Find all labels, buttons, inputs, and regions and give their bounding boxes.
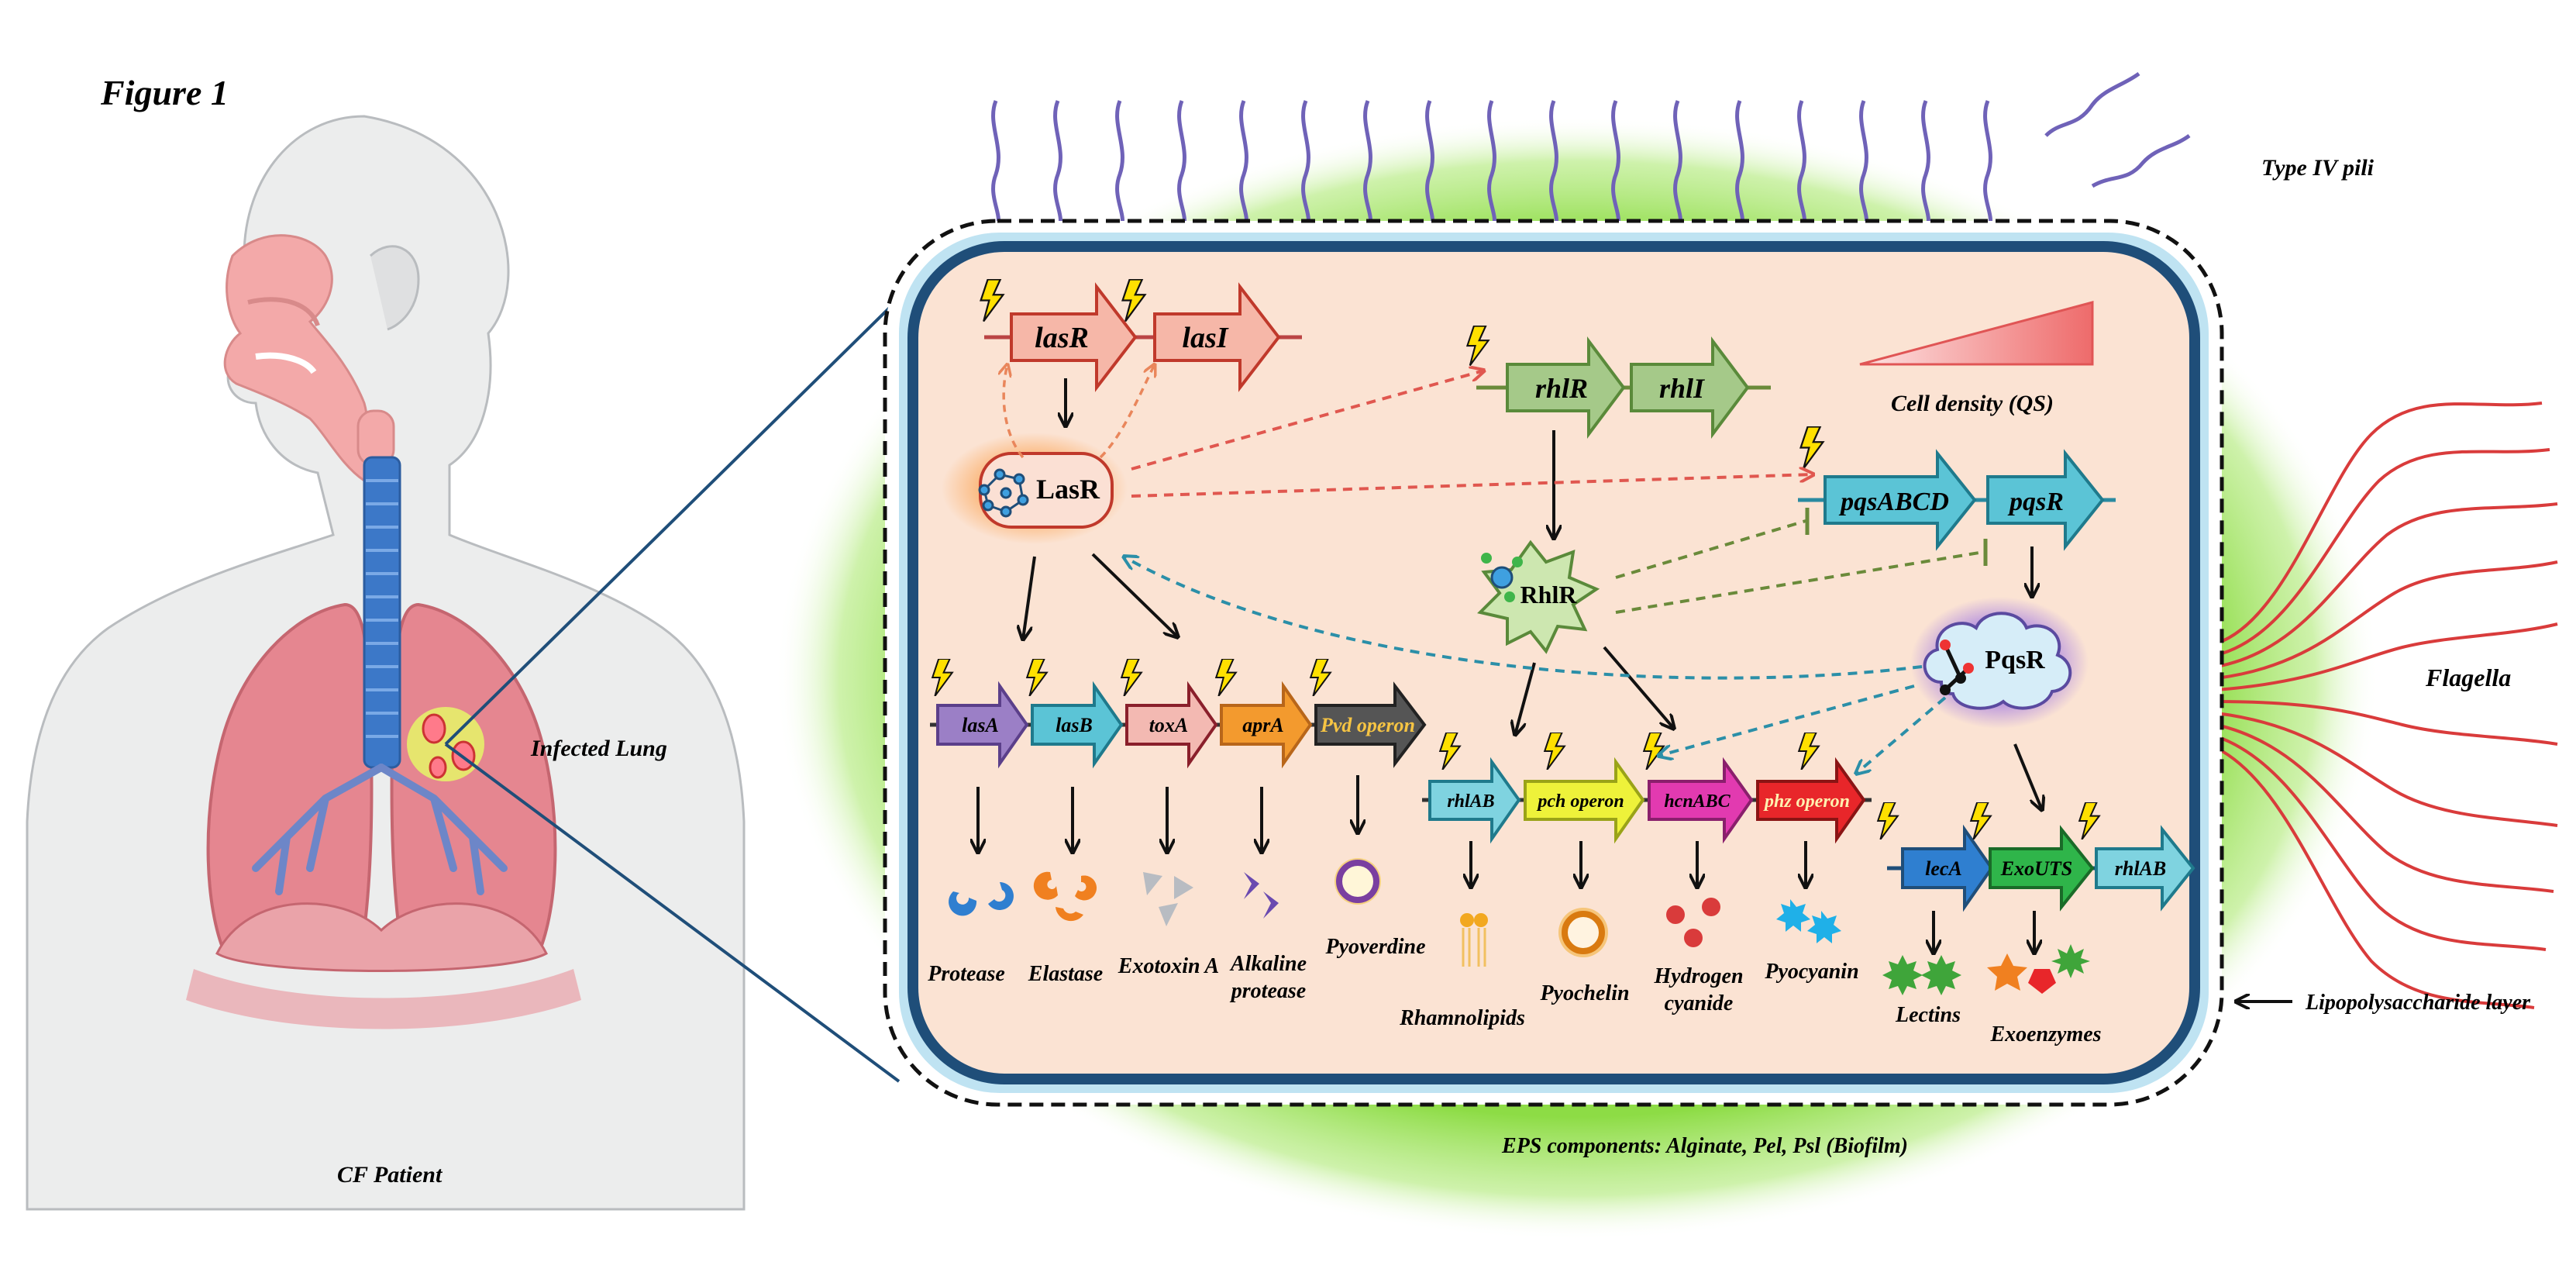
label-lectins: Lectins (1895, 1003, 1961, 1027)
gene-hcnABC-label: hcnABC (1664, 791, 1731, 812)
ear (369, 245, 420, 331)
gene-pch-label: pch operon (1536, 791, 1624, 812)
cell-density-triangle (1859, 301, 2094, 366)
gene-rhlAB-1 (1428, 757, 1521, 844)
gene-hcnABC (1648, 757, 1754, 844)
gene-toxA (1125, 681, 1218, 769)
gene-exoUTS-label: ExoUTS (2000, 857, 2072, 880)
protease-icon (949, 882, 1014, 916)
figure-label: Figure 1 (100, 73, 229, 112)
gene-arrows: lasR lasI rhlR rhlI pqsABCD pqsR lasA la… (930, 279, 2197, 912)
pili-label: Type IV pili (2261, 155, 2375, 181)
gene-pqsABCD (1824, 449, 1977, 551)
cytoplasm (907, 241, 2200, 1084)
pyocyanin-icon (1776, 899, 1841, 943)
elastase-icon (1033, 871, 1097, 922)
gene-pvd (1314, 681, 1427, 768)
flagella-label: Flagella (2425, 664, 2511, 691)
product-icons (949, 858, 2090, 995)
gene-lecA-label: lecA (1925, 857, 1962, 880)
gene-rhlAB-2 (2095, 825, 2195, 912)
pqs-autoinducer (1940, 640, 1974, 695)
label-alkaline-2: protease (1230, 979, 1306, 1003)
label-hcn-1: Hydrogen (1653, 964, 1743, 988)
alkaline-protease-icon (1244, 872, 1279, 919)
exoenzyme-icon (1987, 944, 2090, 994)
label-alkaline-1: Alkaline (1229, 952, 1307, 976)
label-rhamnolipids: Rhamnolipids (1399, 1006, 1525, 1030)
label-pyoverdine: Pyoverdine (1324, 935, 1425, 959)
pyoverdine-icon (1334, 858, 1381, 905)
gene-lasA (936, 681, 1029, 769)
hcn-icon (1666, 898, 1720, 947)
pyochelin-icon (1558, 908, 1608, 957)
trachea (363, 456, 401, 769)
label-hcn-2: cyanide (1665, 991, 1734, 1015)
regulator-PqsR (1923, 612, 2072, 710)
label-pyocyanin: Pyocyanin (1764, 960, 1858, 984)
cell-density-label: Cell density (QS) (1891, 391, 2054, 416)
gene-aprA (1220, 681, 1313, 769)
flagella (2216, 402, 2558, 1009)
exotoxin-icon (1143, 872, 1193, 926)
gene-rhlR (1506, 336, 1626, 439)
gene-rhlAB-2-label: rhlAB (2115, 857, 2167, 880)
gene-lasI (1153, 282, 1281, 392)
regulatory-arrows (978, 364, 2042, 953)
gene-aprA-label: aprA (1242, 714, 1283, 736)
gene-phz (1756, 757, 1866, 844)
gene-pqsR (1986, 449, 2105, 551)
regulators: LasR RhlR PqsR (942, 433, 2089, 729)
label-elastase: Elastase (1028, 962, 1103, 986)
gene-lasB (1031, 681, 1124, 769)
gene-lasB-label: lasB (1056, 714, 1093, 736)
patient-illustration: Infected Lung CF Patient (26, 115, 746, 1211)
label-protease: Protease (927, 962, 1005, 986)
gene-rhlAB-1-label: rhlAB (1447, 791, 1494, 812)
label-exoenzymes: Exoenzymes (1989, 1022, 2101, 1046)
regulator-LasR-label: LasR (1036, 474, 1100, 505)
gene-lasI-label: lasI (1182, 322, 1228, 354)
label-pyochelin: Pyochelin (1539, 981, 1629, 1005)
gene-lasR-label: lasR (1035, 322, 1089, 354)
gene-rhlI (1630, 336, 1750, 439)
label-exotoxin: Exotoxin A (1118, 954, 1219, 978)
gene-phz-label: phz operon (1763, 791, 1850, 812)
rhamnolipid-icon (1460, 913, 1488, 967)
gene-pqsR-label: pqsR (2007, 488, 2064, 516)
gene-pch (1524, 757, 1645, 844)
bronchial-tree (252, 764, 508, 895)
gene-pvd-label: Pvd operon (1320, 714, 1415, 736)
gene-rhlI-label: rhlI (1659, 373, 1706, 404)
gene-lasA-label: lasA (962, 714, 999, 736)
regulator-PqsR-label: PqsR (1985, 646, 2045, 674)
infected-lung-label: Infected Lung (530, 736, 667, 761)
lectin-icon (1882, 955, 1961, 995)
gene-lasR (1010, 282, 1138, 392)
eps-label: EPS components: Alginate, Pel, Psl (Biof… (1501, 1134, 1908, 1158)
gene-pqsABCD-label: pqsABCD (1838, 488, 1949, 516)
product-labels: Protease Elastase Exotoxin A Alkaline pr… (927, 935, 2101, 1046)
regulator-RhlR-label: RhlR (1520, 581, 1578, 609)
gene-rhlR-label: rhlR (1535, 373, 1588, 404)
patient-label: CF Patient (337, 1162, 443, 1188)
type-iv-pili (991, 71, 2191, 537)
regulator-RhlR (1477, 540, 1600, 654)
gene-toxA-label: toxA (1149, 714, 1189, 736)
gene-lecA (1901, 824, 1994, 912)
bacterial-cell (775, 71, 2558, 1240)
gene-exoUTS (1989, 825, 2095, 912)
las-autoinducer (978, 468, 1029, 518)
lps-label: Lipopolysaccharide layer (2305, 991, 2531, 1015)
rhl-autoinducer (1481, 553, 1523, 602)
